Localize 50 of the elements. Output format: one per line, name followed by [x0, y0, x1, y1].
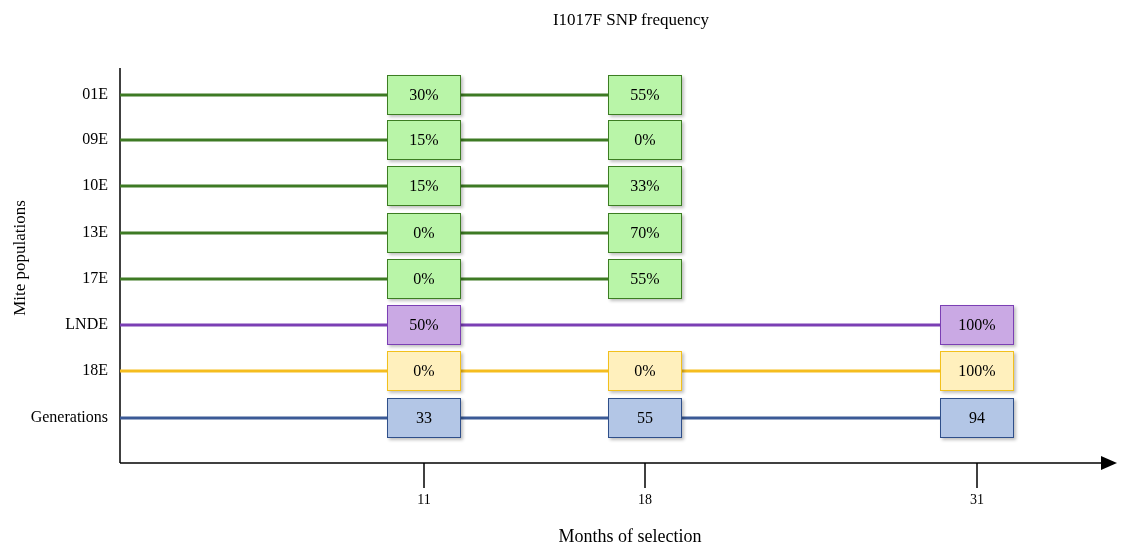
connector-line — [461, 323, 940, 327]
tick-label: 11 — [416, 492, 432, 508]
axis-title: Mite populations — [10, 199, 30, 318]
row-label: Generations — [30, 408, 108, 426]
connector-line — [120, 416, 387, 420]
connector-line — [461, 369, 608, 373]
value-box: 33% — [608, 166, 682, 206]
value-box: 0% — [608, 351, 682, 391]
value-box: 0% — [387, 213, 461, 253]
value-box: 15% — [387, 120, 461, 160]
connector-line — [461, 416, 608, 420]
connector-line — [120, 323, 387, 327]
connector-line — [120, 231, 387, 235]
value-box: 94 — [940, 398, 1014, 438]
connector-line — [120, 369, 387, 373]
connector-line — [461, 277, 608, 281]
row-label: LNDE — [65, 315, 108, 333]
value-box: 55 — [608, 398, 682, 438]
connector-line — [461, 93, 608, 97]
row-label: 09E — [82, 130, 108, 148]
connector-line — [120, 184, 387, 188]
connector-line — [682, 369, 940, 373]
row-label: 13E — [82, 223, 108, 241]
value-box: 100% — [940, 351, 1014, 391]
row-label: 18E — [82, 361, 108, 379]
connector-line — [461, 184, 608, 188]
value-box: 55% — [608, 259, 682, 299]
connector-line — [120, 138, 387, 142]
value-box: 0% — [608, 120, 682, 160]
connector-line — [461, 231, 608, 235]
value-box: 55% — [608, 75, 682, 115]
connector-line — [682, 416, 940, 420]
connector-line — [120, 277, 387, 281]
value-box: 100% — [940, 305, 1014, 345]
tick-label: 18 — [637, 492, 653, 508]
row-label: 10E — [82, 176, 108, 194]
value-box: 0% — [387, 351, 461, 391]
value-box: 0% — [387, 259, 461, 299]
connector-line — [120, 93, 387, 97]
value-box: 70% — [608, 213, 682, 253]
connector-line — [461, 138, 608, 142]
row-label: 17E — [82, 269, 108, 287]
chart-title: I1017F SNP frequency — [551, 10, 711, 30]
value-box: 33 — [387, 398, 461, 438]
value-box: 50% — [387, 305, 461, 345]
tick-label: 31 — [969, 492, 985, 508]
value-box: 15% — [387, 166, 461, 206]
axis-title: Months of selection — [557, 526, 703, 547]
value-box: 30% — [387, 75, 461, 115]
row-label: 01E — [82, 85, 108, 103]
